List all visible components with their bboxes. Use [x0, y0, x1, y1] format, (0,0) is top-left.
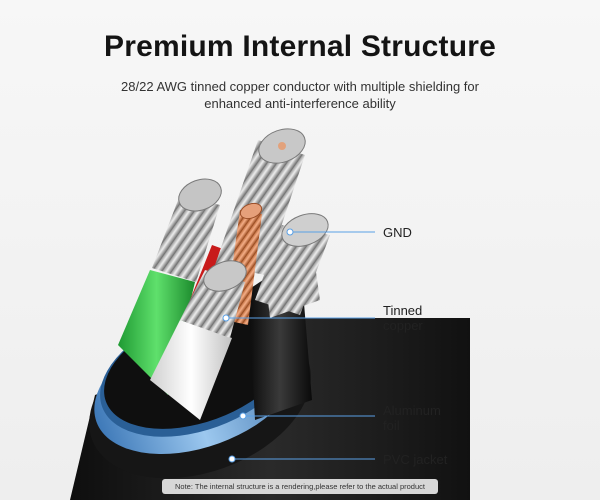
- green-wire: [118, 178, 222, 395]
- page-title: Premium Internal Structure: [104, 30, 496, 63]
- callout-label-aluminum-foil: Aluminum foil: [383, 403, 441, 433]
- page-subtitle: 28/22 AWG tinned copper conductor with m…: [121, 79, 479, 111]
- callout-gnd-line: [286, 228, 375, 236]
- callout-label-pvc-jacket: PVC jacket: [383, 452, 448, 467]
- disclaimer-note: Note: The internal structure is a render…: [162, 479, 438, 494]
- callout-label-gnd: GND: [383, 225, 412, 240]
- callout-label-tinned-copper: Tinned copper: [383, 303, 423, 333]
- white-wire: [150, 260, 247, 420]
- callout-aluminum-foil-line: [239, 412, 375, 420]
- callout-tinned-copper-line: [222, 314, 375, 322]
- callout-pvc-jacket-line: [228, 455, 375, 463]
